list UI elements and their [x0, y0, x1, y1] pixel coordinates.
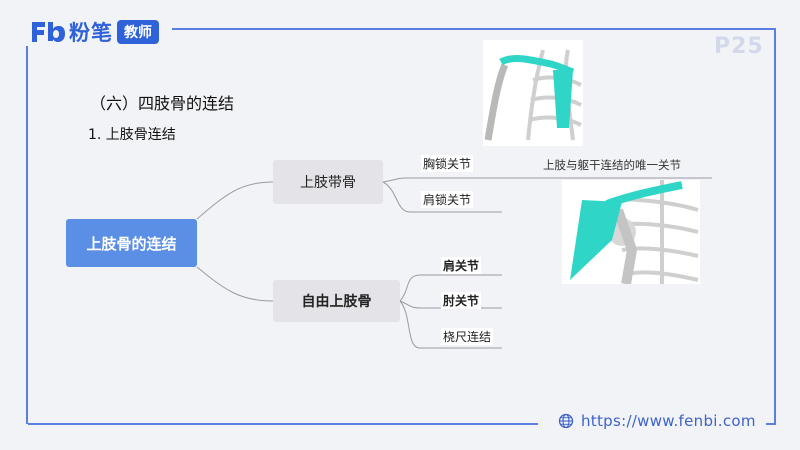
brand-logo: 粉笔 教师	[30, 18, 159, 46]
leaf-shoulder-joint: 肩关节	[441, 257, 482, 274]
connector-root-branch2	[196, 266, 274, 302]
frame-bottom-line	[28, 423, 538, 425]
connector-branch2-leaf2	[399, 300, 502, 309]
leaf-acromioclavicular-joint: 肩锁关节	[421, 191, 474, 208]
connector-branch1-leaf1	[382, 177, 712, 183]
brand-badge: 教师	[117, 20, 159, 44]
frame-bottom-right-line	[766, 423, 776, 425]
frame-top-line	[172, 28, 776, 30]
footer-url-text[interactable]: https://www.fenbi.com	[581, 412, 756, 430]
connector-branch2-leaf3	[399, 300, 502, 349]
connector-root-branch1	[196, 181, 274, 220]
leaf-radioulnar-joints: 桡尺连结	[441, 328, 494, 345]
frame-right-line	[774, 28, 776, 424]
footer-url: https://www.fenbi.com	[552, 412, 762, 430]
section-heading: （六）四肢骨的连结	[90, 94, 235, 113]
acromioclavicular-illustration	[562, 180, 700, 285]
globe-icon	[558, 413, 574, 429]
fenbi-logo-icon	[32, 22, 65, 42]
mindmap-branch-free-upper-limb: 自由上肢骨	[273, 280, 400, 322]
connector-branch1-leaf2	[382, 181, 502, 213]
subsection-heading: 1. 上肢骨连结	[88, 127, 176, 143]
mindmap-root-node: 上肢骨的连结	[66, 219, 197, 267]
brand-name: 粉笔	[69, 21, 113, 45]
leaf-elbow-joint: 肘关节	[441, 292, 482, 309]
note-only-joint: 上肢与躯干连结的唯一关节	[543, 158, 681, 172]
connector-branch2-leaf1	[399, 274, 502, 302]
leaf-sternoclavicular-joint: 胸锁关节	[421, 155, 474, 172]
mindmap-branch-shoulder-girdle: 上肢带骨	[273, 160, 383, 204]
frame-left-line	[26, 46, 28, 424]
page-number: P25	[714, 34, 764, 59]
sternoclavicular-illustration	[483, 40, 583, 146]
